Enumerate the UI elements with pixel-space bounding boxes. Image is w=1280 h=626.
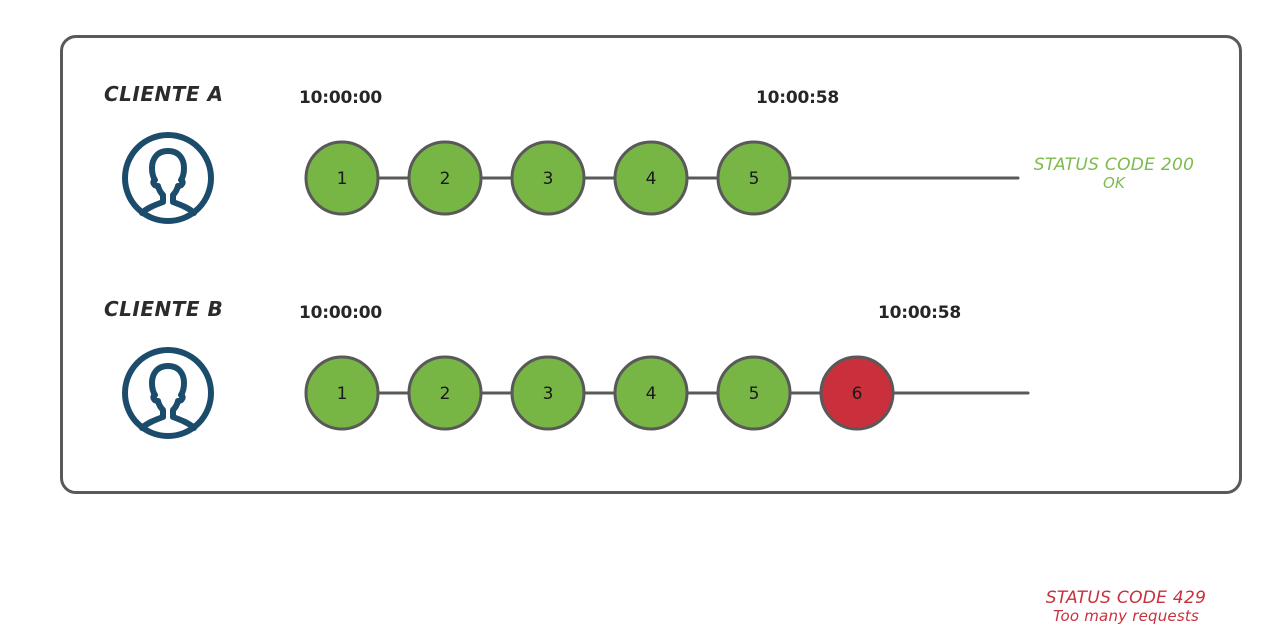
user-avatar-icon: [118, 128, 218, 228]
request-node: [613, 355, 689, 431]
request-node: [716, 140, 792, 216]
request-node-label: 3: [543, 384, 554, 404]
status-block-a: STATUS CODE 200 OK: [1026, 155, 1202, 193]
request-node: [304, 355, 380, 431]
status-message-a: OK: [1102, 174, 1126, 193]
timestamp-start-b: 10:00:00: [299, 303, 382, 323]
request-node-label: 3: [543, 169, 554, 189]
request-node: [716, 355, 792, 431]
request-node: [407, 140, 483, 216]
status-code-b: STATUS CODE 429: [1045, 588, 1207, 608]
request-node-label: 4: [646, 169, 657, 189]
request-chain-a: 1 2 3 4 5: [290, 128, 1050, 230]
diagram-canvas: CLIENTE A 10:00:00 10:00:58: [60, 35, 1242, 625]
client-label-b: CLIENTE B: [104, 297, 224, 321]
request-node: [304, 140, 380, 216]
request-node-blocked: [819, 355, 895, 431]
timestamp-start-a: 10:00:00: [299, 88, 382, 108]
client-label-a: CLIENTE A: [104, 82, 224, 106]
request-node-label: 6: [852, 384, 863, 404]
request-node-label: 5: [749, 169, 760, 189]
request-node: [510, 355, 586, 431]
user-avatar-icon: [118, 343, 218, 443]
timestamp-end-a: 10:00:58: [756, 88, 839, 108]
request-node-label: 1: [337, 384, 348, 404]
request-node-label: 2: [440, 384, 451, 404]
request-node: [613, 140, 689, 216]
request-node-label: 2: [440, 169, 451, 189]
request-node: [510, 140, 586, 216]
status-message-b: Too many requests: [1053, 607, 1199, 626]
request-node: [407, 355, 483, 431]
timestamp-end-b: 10:00:58: [878, 303, 961, 323]
request-chain-b: 1 2 3 4 5 6: [290, 343, 1050, 445]
request-node-label: 4: [646, 384, 657, 404]
status-block-b: STATUS CODE 429 Too many requests: [1026, 588, 1226, 626]
status-code-a: STATUS CODE 200: [1033, 155, 1195, 175]
request-node-label: 1: [337, 169, 348, 189]
request-node-label: 5: [749, 384, 760, 404]
